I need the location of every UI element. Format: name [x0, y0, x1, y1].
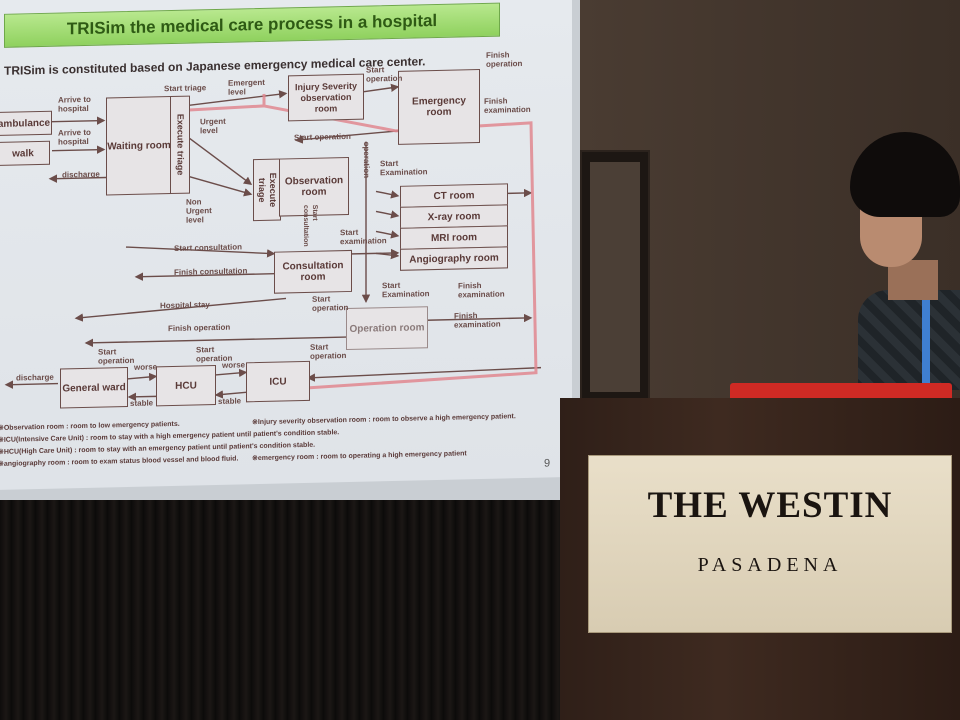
non-urgent-level-label: Non Urgent level: [186, 197, 212, 225]
start-consultation-vertical-label: Start consultation: [302, 204, 318, 247]
projection-screen: TRISim the medical care process in a hos…: [0, 0, 580, 500]
finish-operation-label-1: Finish operation: [486, 50, 523, 69]
podium-plaque: THE WESTIN PASADENA: [588, 455, 952, 633]
consultation-room-box: Consultation room: [274, 249, 352, 294]
flow-arrows: [4, 83, 542, 402]
general-ward-box: General ward: [60, 367, 128, 409]
finish-operation-label-2: Finish operation: [168, 322, 231, 334]
start-consultation-label: Start consultation: [174, 242, 243, 253]
stable-label-2: stable: [218, 396, 242, 406]
emergency-room-box: Emergency room: [398, 69, 480, 145]
discharge-label-2: discharge: [16, 372, 54, 383]
start-examination-label-2: Start examination: [340, 227, 387, 247]
start-examination-label-3: Start Examination: [382, 280, 430, 300]
worse-label-1: worse: [134, 362, 158, 372]
operation-vertical-label: operation: [362, 141, 371, 179]
hospital-stay-label: Hospital stay: [160, 300, 210, 311]
start-operation-label-6: Start operation: [310, 342, 347, 361]
operation-room-box: Operation room: [346, 306, 428, 351]
start-operation-label-1: Start operation: [366, 65, 403, 84]
presenter: [848, 130, 960, 390]
red-laptop: [730, 383, 952, 401]
execute-triage-box: Execute triage: [170, 95, 190, 195]
emergent-level-label: Emergent level: [228, 77, 265, 97]
wall-picture-frame: [580, 150, 650, 404]
arrive-label-2: Arrive to hospital: [58, 127, 91, 147]
injury-severity-room-box: Injury Severity observation room: [288, 73, 364, 122]
finish-consultation-label: Finish consultation: [174, 266, 248, 277]
presenter-lanyard: [922, 298, 930, 390]
start-examination-label-1: Start Examination: [380, 158, 428, 178]
execute-triage-box-2: Execute triage: [253, 158, 281, 222]
finish-examination-label-1: Finish examination: [484, 96, 531, 115]
hcu-box: HCU: [156, 365, 216, 407]
presentation-slide: TRISim the medical care process in a hos…: [0, 0, 572, 490]
worse-label-2: worse: [222, 360, 246, 370]
finish-examination-label-3: Finish examination: [454, 311, 501, 330]
waiting-room-box: Waiting room: [106, 96, 172, 196]
angiography-room-box: Angiography room: [400, 246, 508, 271]
finish-examination-label-2: Finish examination: [458, 280, 505, 300]
icu-box: ICU: [246, 360, 310, 403]
hotel-brand: THE WESTIN: [647, 485, 893, 526]
ambulance-box: ambulance: [0, 110, 52, 136]
urgent-level-label: Urgent level: [200, 116, 226, 136]
arrive-label-1: Arrive to hospital: [58, 94, 91, 114]
presenter-shirt: [858, 290, 960, 390]
start-triage-label: Start triage: [164, 83, 207, 94]
walk-box: walk: [0, 140, 50, 166]
stable-label-1: stable: [130, 398, 154, 408]
start-operation-label-3: Start operation: [312, 294, 349, 313]
start-operation-label-2: Start operation: [294, 131, 351, 143]
slide-page-number: 9: [544, 457, 551, 470]
start-operation-label-4: Start operation: [98, 347, 135, 366]
presenter-hair: [850, 132, 960, 217]
stage-curtain: [0, 480, 570, 720]
discharge-label-1: discharge: [62, 169, 100, 180]
hotel-location: PASADENA: [697, 554, 843, 576]
